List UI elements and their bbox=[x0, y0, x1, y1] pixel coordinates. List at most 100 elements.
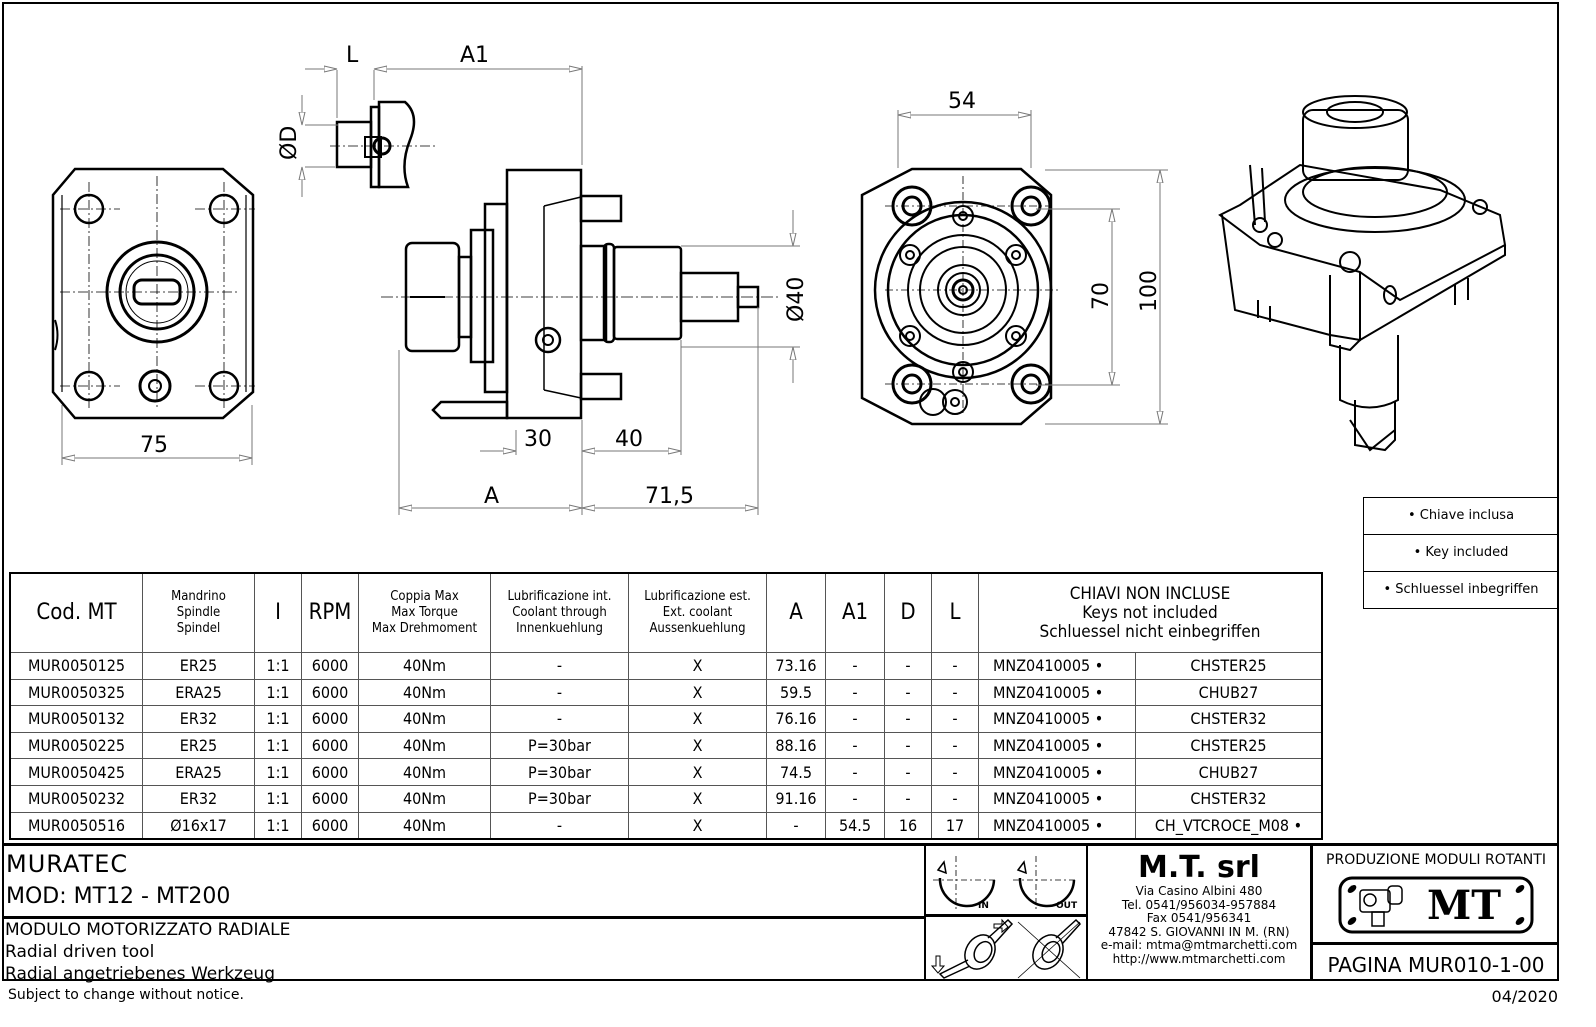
header-lub-int-en: Coolant through bbox=[512, 605, 607, 620]
divider bbox=[924, 846, 926, 981]
cell-key-name: CHSTER25 bbox=[1134, 652, 1323, 680]
cell-ratio: 1:1 bbox=[254, 652, 302, 680]
header-spindle-en: Spindle bbox=[176, 605, 221, 620]
cell-rpm: 6000 bbox=[301, 731, 359, 760]
header-torque-en: Max Torque bbox=[391, 605, 458, 620]
header-lub-ext: Lubrificazione est. Ext. coolant Aussenk… bbox=[628, 572, 767, 653]
cell-L: - bbox=[931, 705, 979, 733]
dim-40: 40 bbox=[615, 427, 643, 452]
header-lub-ext-en: Ext. coolant bbox=[662, 605, 733, 620]
cell-rpm: 6000 bbox=[301, 784, 359, 813]
collet-detail bbox=[302, 66, 583, 197]
cell-lub-int: P=30bar bbox=[490, 784, 629, 813]
cell-A1: - bbox=[825, 705, 885, 733]
revision-date: 04/2020 bbox=[1491, 987, 1558, 1006]
dim-phi40: Ø40 bbox=[784, 277, 809, 322]
header-lub-ext-it: Lubrificazione est. bbox=[644, 589, 751, 604]
header-D: D bbox=[884, 572, 932, 653]
cell-L: - bbox=[931, 784, 979, 813]
cell-spindle: ERA25 bbox=[142, 758, 255, 786]
dim-71-5: 71,5 bbox=[645, 484, 694, 509]
cell-A: 73.16 bbox=[766, 652, 826, 680]
cell-cod: MUR0050125 bbox=[9, 652, 143, 680]
cell-spindle: ER25 bbox=[142, 731, 255, 760]
cell-key-code: MNZ0410005 • bbox=[978, 758, 1136, 786]
divider bbox=[1310, 846, 1313, 981]
cell-lub-int: - bbox=[490, 678, 629, 707]
wrench-not-allowed-icon bbox=[1017, 918, 1082, 979]
cell-torque: 40Nm bbox=[358, 652, 491, 680]
page-number: PAGINA MUR010-1-00 bbox=[1313, 942, 1559, 982]
rotation-out-label: OUT bbox=[1056, 901, 1078, 911]
cell-A1: 54.5 bbox=[825, 811, 885, 840]
header-lub-int-de: Innenkuehlung bbox=[516, 621, 603, 636]
cell-L: - bbox=[931, 652, 979, 680]
cell-ratio: 1:1 bbox=[254, 811, 302, 840]
cell-key-code: MNZ0410005 • bbox=[978, 731, 1136, 760]
cell-lub-int: P=30bar bbox=[490, 758, 629, 786]
cell-L: - bbox=[931, 678, 979, 707]
cell-D: - bbox=[884, 652, 932, 680]
cell-lub-int: - bbox=[490, 652, 629, 680]
cell-cod: MUR0050225 bbox=[9, 731, 143, 760]
machine-model: MOD: MT12 - MT200 bbox=[6, 884, 231, 909]
cell-D: - bbox=[884, 705, 932, 733]
header-A: A bbox=[766, 572, 826, 653]
description-it: MODULO MOTORIZZATO RADIALE bbox=[5, 920, 291, 940]
cell-cod: MUR0050516 bbox=[9, 811, 143, 840]
legend-item-it: • Chiave inclusa bbox=[1364, 498, 1558, 535]
cell-cod: MUR0050425 bbox=[9, 758, 143, 786]
header-A1: A1 bbox=[825, 572, 885, 653]
rear-view bbox=[860, 110, 1168, 426]
legend-item-en: • Key included bbox=[1364, 535, 1558, 572]
cell-rpm: 6000 bbox=[301, 811, 359, 840]
cell-key-code: MNZ0410005 • bbox=[978, 784, 1136, 813]
header-rpm: RPM bbox=[301, 572, 359, 653]
cell-key-name: CHUB27 bbox=[1134, 758, 1323, 786]
cell-rpm: 6000 bbox=[301, 705, 359, 733]
cell-A: 91.16 bbox=[766, 784, 826, 813]
cell-L: - bbox=[931, 731, 979, 760]
cell-A1: - bbox=[825, 731, 885, 760]
cell-rpm: 6000 bbox=[301, 678, 359, 707]
cell-D: - bbox=[884, 731, 932, 760]
wrench-usage-icons bbox=[930, 918, 1082, 979]
header-L: L bbox=[931, 572, 979, 653]
description-block: MODULO MOTORIZZATO RADIALE Radial driven… bbox=[2, 916, 924, 985]
cell-key-name: CHSTER32 bbox=[1134, 705, 1323, 733]
legend-item-de: • Schluessel inbegriffen bbox=[1383, 582, 1539, 597]
dim-70: 70 bbox=[1089, 282, 1114, 310]
cell-lub-ext: X bbox=[628, 784, 767, 813]
wrench-allowed-icon bbox=[930, 918, 1014, 979]
cell-A1: - bbox=[825, 652, 885, 680]
header-keys-it: CHIAVI NON INCLUSE bbox=[1069, 583, 1231, 604]
cell-A: 88.16 bbox=[766, 731, 826, 760]
cell-D: - bbox=[884, 758, 932, 786]
divider bbox=[1086, 846, 1088, 981]
cell-spindle: ER25 bbox=[142, 652, 255, 680]
company-address-street: Via Casino Albini 480 bbox=[1135, 884, 1263, 898]
key-legend: • Chiave inclusa • Key included • Schlue… bbox=[1363, 497, 1559, 609]
dim-L: L bbox=[346, 43, 359, 68]
cell-A: 76.16 bbox=[766, 705, 826, 733]
divider bbox=[926, 914, 1086, 917]
cell-key-name: CHSTER32 bbox=[1134, 784, 1323, 813]
company-phone: Tel. 0541/956034-957884 bbox=[1121, 897, 1277, 912]
cell-D: - bbox=[884, 678, 932, 707]
cell-key-code: MNZ0410005 • bbox=[978, 811, 1136, 840]
header-spindle: Mandrino Spindle Spindel bbox=[142, 572, 255, 653]
cell-lub-int: - bbox=[490, 811, 629, 840]
cell-ratio: 1:1 bbox=[254, 705, 302, 733]
description-de: Radial angetriebenes Werkzeug bbox=[5, 964, 275, 984]
front-view-left bbox=[51, 167, 255, 465]
production-label: PRODUZIONE MODULI ROTANTI MT bbox=[1313, 846, 1559, 940]
cell-spindle: ER32 bbox=[142, 784, 255, 813]
header-spindle-de: Spindel bbox=[176, 621, 221, 636]
cell-key-code: MNZ0410005 • bbox=[978, 705, 1136, 733]
dim-A: A bbox=[484, 484, 499, 509]
